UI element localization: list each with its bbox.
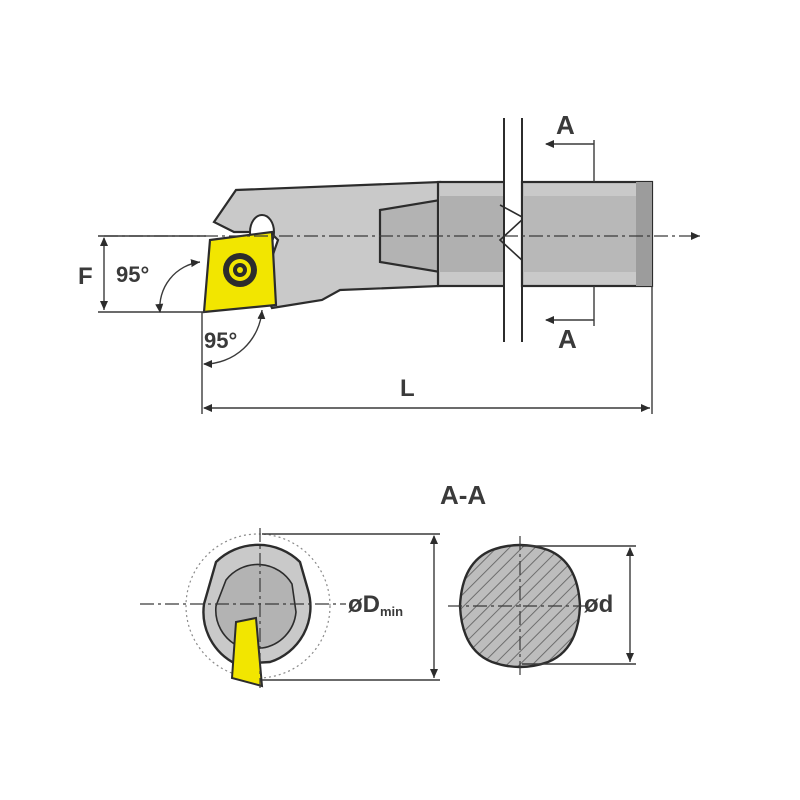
offset-label: F [78,263,93,290]
min-bore-subscript: min [380,604,403,619]
shank-end [636,182,652,286]
length-label: L [400,375,415,402]
section-title: A-A [440,480,486,510]
min-bore-circle [185,533,331,679]
shank-flat [524,196,636,272]
section-label-top: A [556,110,575,140]
min-bore-label: øDmin [348,591,403,619]
angle-label-lower: 95° [204,328,237,353]
angle-label-upper: 95° [116,262,149,287]
torx-screw-icon [223,253,257,287]
side-view: F 95° 95° L A A [78,110,700,414]
angle-arc-lower [203,309,266,369]
section-aa: A-A ød [440,480,636,676]
break-gap [505,118,521,342]
section-label-bottom: A [558,324,577,354]
angle-arc-upper [155,259,201,313]
shank-dia-label: ød [584,591,613,618]
break-zigzag [498,204,526,263]
shank-left-shade [440,196,508,272]
front-view: øDmin [140,528,440,688]
front-insert [230,616,264,688]
